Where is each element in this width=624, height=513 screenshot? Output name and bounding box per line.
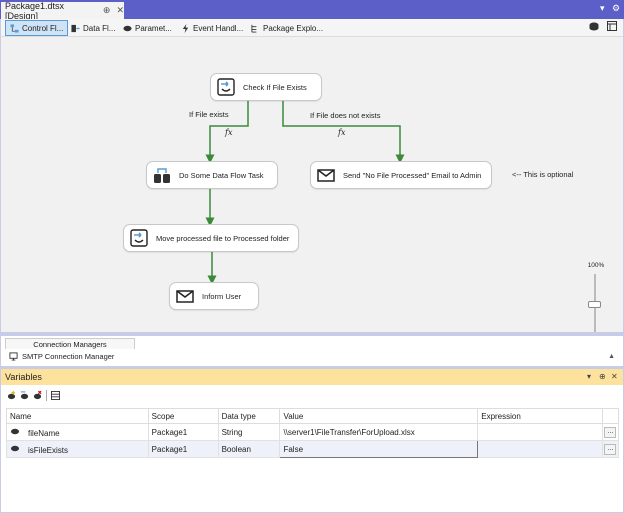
- annotation: <-- This is optional: [512, 170, 574, 179]
- variable-icon: [10, 445, 20, 451]
- variables-title: Variables: [5, 372, 42, 382]
- grid-header-row: Name Scope Data type Value Expression: [6, 408, 620, 424]
- tab-event-handlers[interactable]: Event Handl...: [177, 20, 247, 36]
- constraint-label-file-not-exists: If File does not exists: [310, 111, 381, 120]
- expression-builder-button[interactable]: ...: [604, 444, 617, 455]
- data-flow-task-icon: [154, 168, 170, 183]
- close-icon[interactable]: ✕: [116, 5, 124, 15]
- variables-toolbar: [1, 385, 623, 405]
- move-variable-icon[interactable]: [20, 390, 29, 400]
- tab-label: Control Fl...: [22, 23, 64, 33]
- designer-tab-bar: Control Fl... Data Fl... Paramet... Even…: [1, 19, 623, 37]
- connection-managers-tab[interactable]: Connection Managers: [5, 338, 135, 349]
- settings-icon[interactable]: ⚙: [612, 3, 621, 13]
- pane-divider[interactable]: [0, 332, 624, 336]
- tab-data-flow[interactable]: Data Fl...: [67, 20, 119, 36]
- document-tab-title: Package1.dtsx [Design]: [5, 0, 65, 21]
- script-task-icon: [217, 78, 235, 96]
- toolbox-icon[interactable]: [607, 21, 617, 31]
- task-label: Move processed file to Processed folder: [156, 233, 290, 243]
- tab-list-dropdown-icon[interactable]: ▾: [600, 3, 605, 13]
- package-explorer-icon: [251, 24, 257, 33]
- task-send-email[interactable]: Send "No File Processed" Email to Admin: [310, 161, 492, 189]
- cell-name[interactable]: fileName: [6, 423, 149, 441]
- parameters-icon: [123, 25, 132, 31]
- cell-value[interactable]: \\server1\FileTransfer\ForUpload.xlsx: [279, 423, 479, 441]
- smtp-connection-icon: [9, 352, 18, 361]
- document-tab-strip: Package1.dtsx [Design] ⊕ ✕ ▾ ⚙: [0, 0, 624, 21]
- zoom-control: 100%: [585, 262, 607, 354]
- cell-value[interactable]: False: [279, 440, 479, 458]
- tab-label: Data Fl...: [83, 23, 116, 33]
- constraint-label-file-exists: If File exists: [189, 110, 229, 119]
- pin-icon[interactable]: ⊕: [599, 372, 606, 381]
- task-label: Inform User: [202, 291, 242, 301]
- tab-parameters[interactable]: Paramet...: [119, 20, 176, 36]
- cell-name[interactable]: isFileExists: [6, 440, 149, 458]
- delete-variable-icon[interactable]: [33, 390, 42, 400]
- data-flow-icon: [71, 24, 80, 32]
- connection-manager-item[interactable]: SMTP Connection Manager: [9, 352, 114, 361]
- constraint-file-exists[interactable]: [205, 99, 249, 164]
- task-data-flow[interactable]: Do Some Data Flow Task: [146, 161, 278, 189]
- zoom-slider-thumb[interactable]: [588, 301, 601, 308]
- add-variable-icon[interactable]: [7, 390, 16, 400]
- toolbar-separator: [46, 389, 47, 401]
- constraint-file-not-exists[interactable]: [282, 99, 405, 164]
- variable-name: fileName: [28, 428, 60, 438]
- document-tab[interactable]: Package1.dtsx [Design] ⊕ ✕: [1, 0, 124, 21]
- tab-label: Package Explo...: [263, 23, 324, 33]
- expression-fx-icon: fx: [338, 128, 346, 137]
- task-label: Do Some Data Flow Task: [179, 170, 264, 180]
- variable-icon: [10, 428, 20, 434]
- event-handlers-icon: [182, 23, 189, 33]
- expression-fx-icon: fx: [225, 128, 233, 137]
- table-row[interactable]: fileName Package1 String \\server1\FileT…: [6, 423, 620, 441]
- task-label: Check If File Exists: [243, 82, 307, 92]
- send-mail-task-icon: [317, 169, 335, 182]
- variables-title-bar: Variables ▾ ⊕ ✕: [1, 369, 623, 385]
- pin-icon[interactable]: ⊕: [102, 5, 111, 15]
- variables-window-icon[interactable]: [589, 21, 599, 31]
- tab-package-explorer[interactable]: Package Explo...: [247, 20, 327, 36]
- col-name[interactable]: Name: [6, 408, 149, 424]
- col-scope[interactable]: Scope: [147, 408, 219, 424]
- task-label: Send "No File Processed" Email to Admin: [343, 170, 482, 180]
- cell-scope[interactable]: Package1: [147, 423, 219, 441]
- tab-label: Event Handl...: [193, 23, 244, 33]
- cell-ellipsis: ...: [601, 423, 620, 441]
- col-value[interactable]: Value: [279, 408, 479, 424]
- connection-manager-label: SMTP Connection Manager: [22, 352, 115, 361]
- cell-expression[interactable]: [477, 440, 603, 458]
- task-check-file-exists[interactable]: Check If File Exists: [210, 73, 322, 101]
- table-row[interactable]: isFileExists Package1 Boolean False ...: [6, 440, 620, 458]
- expression-builder-button[interactable]: ...: [604, 427, 617, 438]
- grid-options-icon[interactable]: [51, 390, 60, 400]
- col-expression[interactable]: Expression: [477, 408, 603, 424]
- scroll-up-icon[interactable]: ▲: [608, 353, 615, 360]
- cell-expression[interactable]: [477, 423, 603, 441]
- cell-data-type[interactable]: Boolean: [217, 440, 281, 458]
- send-mail-task-icon: [176, 290, 194, 303]
- zoom-level: 100%: [587, 262, 605, 269]
- tab-control-flow[interactable]: Control Fl...: [5, 20, 69, 36]
- connection-managers-pane: Connection Managers SMTP Connection Mana…: [1, 336, 623, 366]
- control-flow-icon: [10, 23, 19, 33]
- close-icon[interactable]: ✕: [611, 372, 618, 381]
- variable-name: isFileExists: [28, 445, 69, 455]
- file-system-task-icon: [130, 229, 148, 247]
- cell-data-type[interactable]: String: [217, 423, 281, 441]
- task-move-file[interactable]: Move processed file to Processed folder: [123, 224, 299, 252]
- tab-label: Paramet...: [135, 23, 172, 33]
- task-inform-user[interactable]: Inform User: [169, 282, 259, 310]
- variables-pane: Variables ▾ ⊕ ✕ Name Scope Data type Val…: [1, 369, 623, 512]
- precedence-constraints: [205, 99, 405, 285]
- col-button: [601, 408, 620, 424]
- control-flow-design-surface[interactable]: Check If File Exists Do Some Data Flow T…: [1, 37, 623, 354]
- cell-scope[interactable]: Package1: [147, 440, 219, 458]
- cell-ellipsis: ...: [601, 440, 620, 458]
- variables-grid: Name Scope Data type Value Expression fi…: [6, 408, 620, 458]
- col-data-type[interactable]: Data type: [217, 408, 281, 424]
- window-position-dropdown-icon[interactable]: ▾: [587, 372, 592, 381]
